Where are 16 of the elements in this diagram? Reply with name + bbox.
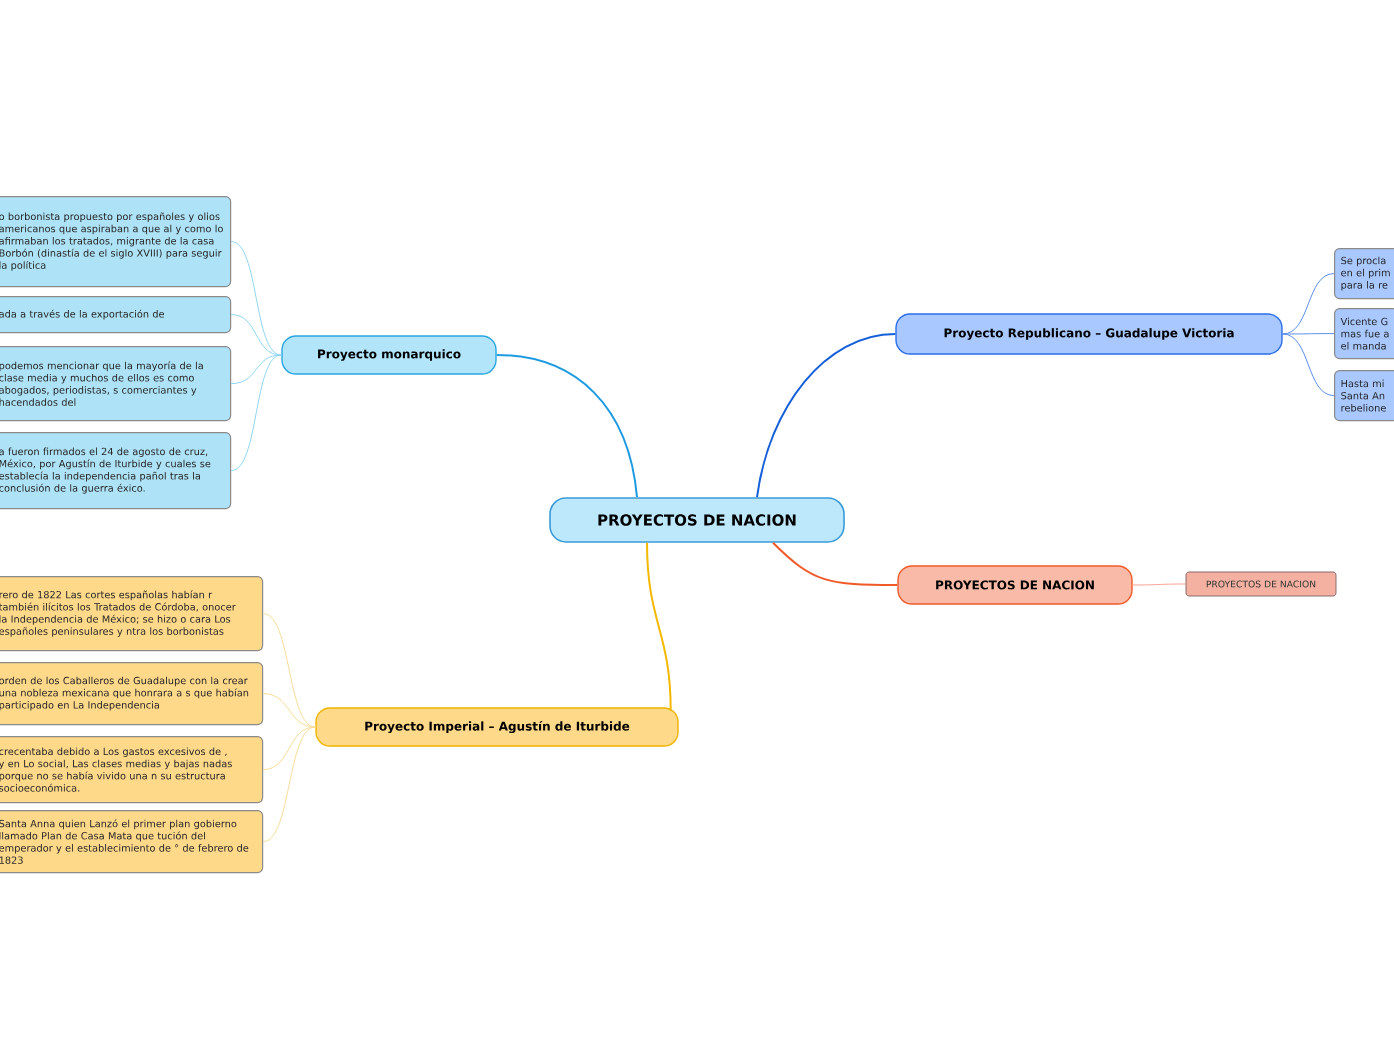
connector bbox=[1282, 273, 1335, 335]
connector bbox=[772, 541, 899, 586]
connector bbox=[495, 354, 638, 499]
connector bbox=[262, 726, 316, 771]
connector bbox=[230, 354, 282, 385]
connector bbox=[756, 333, 897, 499]
connector bbox=[262, 613, 316, 728]
connector bbox=[230, 314, 282, 356]
connector bbox=[262, 726, 316, 843]
connector bbox=[230, 354, 282, 472]
connector bbox=[262, 693, 316, 728]
connector bbox=[646, 541, 672, 712]
connector bbox=[1282, 333, 1335, 335]
connector bbox=[1282, 333, 1335, 397]
connector bbox=[230, 241, 282, 356]
connector bbox=[1132, 583, 1186, 586]
